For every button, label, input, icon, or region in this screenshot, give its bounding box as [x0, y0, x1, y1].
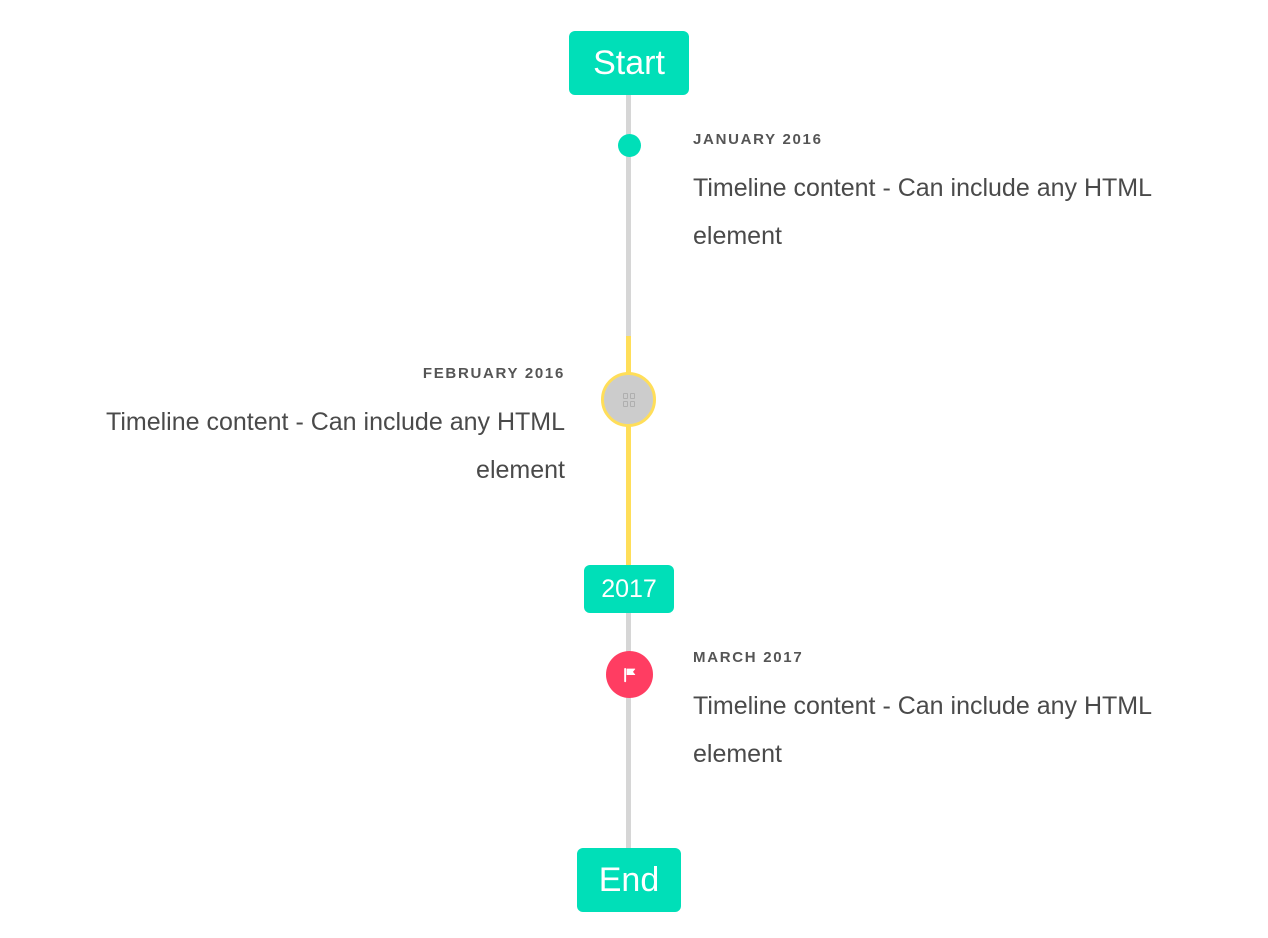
timeline-start-badge[interactable]: Start — [569, 31, 689, 95]
timeline-rail-segment-highlight — [626, 336, 631, 572]
timeline-rail-segment-bottom — [626, 572, 631, 852]
timeline-entry: JANUARY 2016 Timeline content - Can incl… — [693, 131, 1220, 260]
timeline-marker-dot[interactable] — [618, 134, 641, 157]
timeline-entry: FEBRUARY 2016 Timeline content - Can inc… — [38, 365, 565, 494]
timeline-marker-ring[interactable] — [601, 372, 656, 427]
timeline-year-divider-badge[interactable]: 2017 — [584, 565, 674, 613]
timeline-entry-body: Timeline content - Can include any HTML … — [106, 408, 565, 484]
timeline-entry: MARCH 2017 Timeline content - Can includ… — [693, 649, 1220, 778]
timeline-entry-date: FEBRUARY 2016 — [422, 365, 565, 382]
timeline-entry-date: MARCH 2017 — [693, 649, 804, 666]
timeline-end-badge[interactable]: End — [577, 848, 681, 912]
timeline-rail-segment-top — [626, 88, 631, 336]
timeline-entry-body: Timeline content - Can include any HTML … — [693, 174, 1152, 250]
timeline-marker-flag[interactable] — [606, 651, 653, 698]
missing-glyph-icon — [622, 392, 635, 407]
timeline-entry-date: JANUARY 2016 — [693, 131, 823, 148]
flag-icon — [619, 664, 641, 686]
timeline-entry-body: Timeline content - Can include any HTML … — [693, 692, 1152, 768]
